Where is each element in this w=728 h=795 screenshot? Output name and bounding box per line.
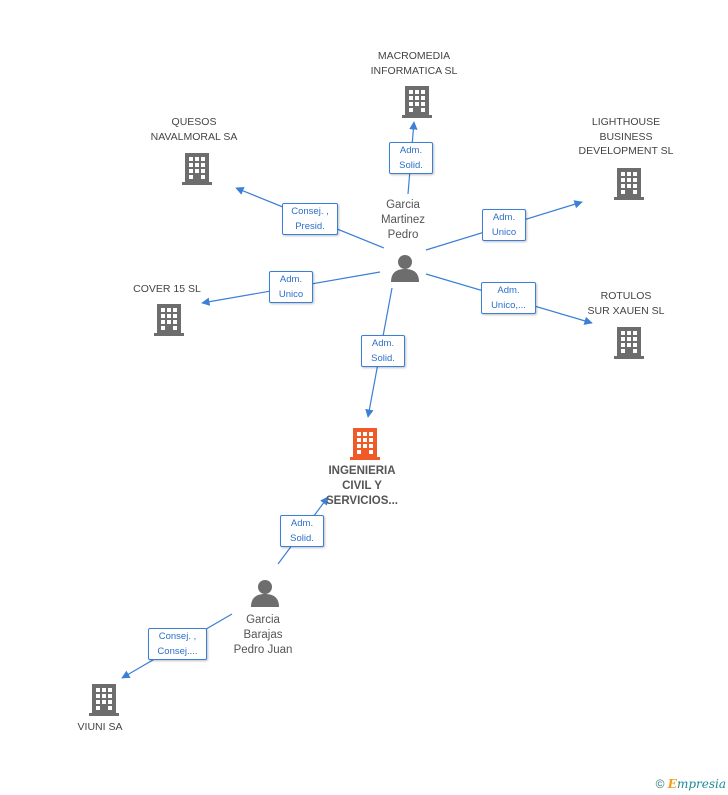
building-icon-rotulos[interactable] <box>614 325 644 359</box>
edge-label-macromedia: Adm. Solid. <box>389 142 433 174</box>
company-label-rotulos[interactable]: ROTULOS SUR XAUEN SL <box>587 290 665 317</box>
edge-label-cover15: Adm. Unico <box>269 271 313 303</box>
person-icon-garcia-martinez[interactable] <box>391 254 419 282</box>
person-label-garcia-martinez[interactable]: Garcia Martinez Pedro <box>380 199 426 241</box>
footer-brand[interactable]: © Empresia <box>656 777 726 791</box>
edge-label-lighthouse: Adm. Unico <box>482 209 526 241</box>
edge-label-quesos: Consej. , Presid. <box>282 203 338 235</box>
building-icon-ingenieria[interactable] <box>350 426 380 460</box>
edge-label-rotulos: Adm. Unico,... <box>481 282 536 314</box>
company-label-viuni[interactable]: VIUNI SA <box>77 721 123 733</box>
edge-label-ingenieria-2: Adm. Solid. <box>280 515 324 547</box>
building-icon-macromedia[interactable] <box>402 84 432 118</box>
building-icon-viuni[interactable] <box>89 682 119 716</box>
building-icon-lighthouse[interactable] <box>614 166 644 200</box>
company-label-macromedia[interactable]: MACROMEDIA INFORMATICA SL <box>370 50 458 77</box>
company-label-lighthouse[interactable]: LIGHTHOUSE BUSINESS DEVELOPMENT SL <box>578 116 674 157</box>
copyright-symbol: © <box>655 777 665 791</box>
edge-label-ingenieria-1: Adm. Solid. <box>361 335 405 367</box>
building-icon-quesos[interactable] <box>182 151 212 185</box>
brand-logo-e: E <box>667 777 677 791</box>
company-label-quesos[interactable]: QUESOS NAVALMORAL SA <box>150 116 238 143</box>
company-label-ingenieria[interactable]: INGENIERIA CIVIL Y SERVICIOS... <box>325 465 398 507</box>
building-icon-cover15[interactable] <box>154 302 184 336</box>
person-label-garcia-barajas[interactable]: Garcia Barajas Pedro Juan <box>233 614 293 656</box>
brand-name: mpresia <box>676 777 726 791</box>
edge-label-viuni: Consej. , Consej.... <box>148 628 207 660</box>
company-label-cover15[interactable]: COVER 15 SL <box>133 283 201 295</box>
person-icon-garcia-barajas[interactable] <box>251 579 279 607</box>
